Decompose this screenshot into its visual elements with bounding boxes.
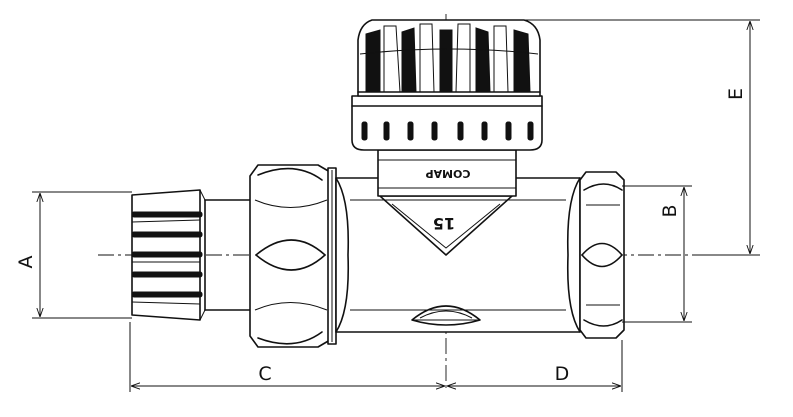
dimension-label-c: C: [258, 363, 271, 385]
valve-body: [335, 177, 581, 333]
brand-marking: COMAP: [426, 167, 471, 180]
valve-handwheel: [351, 19, 543, 151]
dimension-label-e: E: [725, 88, 747, 100]
left-knurled-nut: [131, 189, 253, 321]
dimension-label-b: B: [659, 204, 681, 217]
dimension-label-a: A: [15, 256, 37, 269]
left-hex-nut: [249, 164, 337, 348]
right-hex-nut: [579, 171, 625, 339]
dimension-label-d: D: [555, 363, 570, 385]
valve-bonnet: COMAP 15: [377, 149, 517, 233]
size-marking: 15: [433, 214, 455, 233]
